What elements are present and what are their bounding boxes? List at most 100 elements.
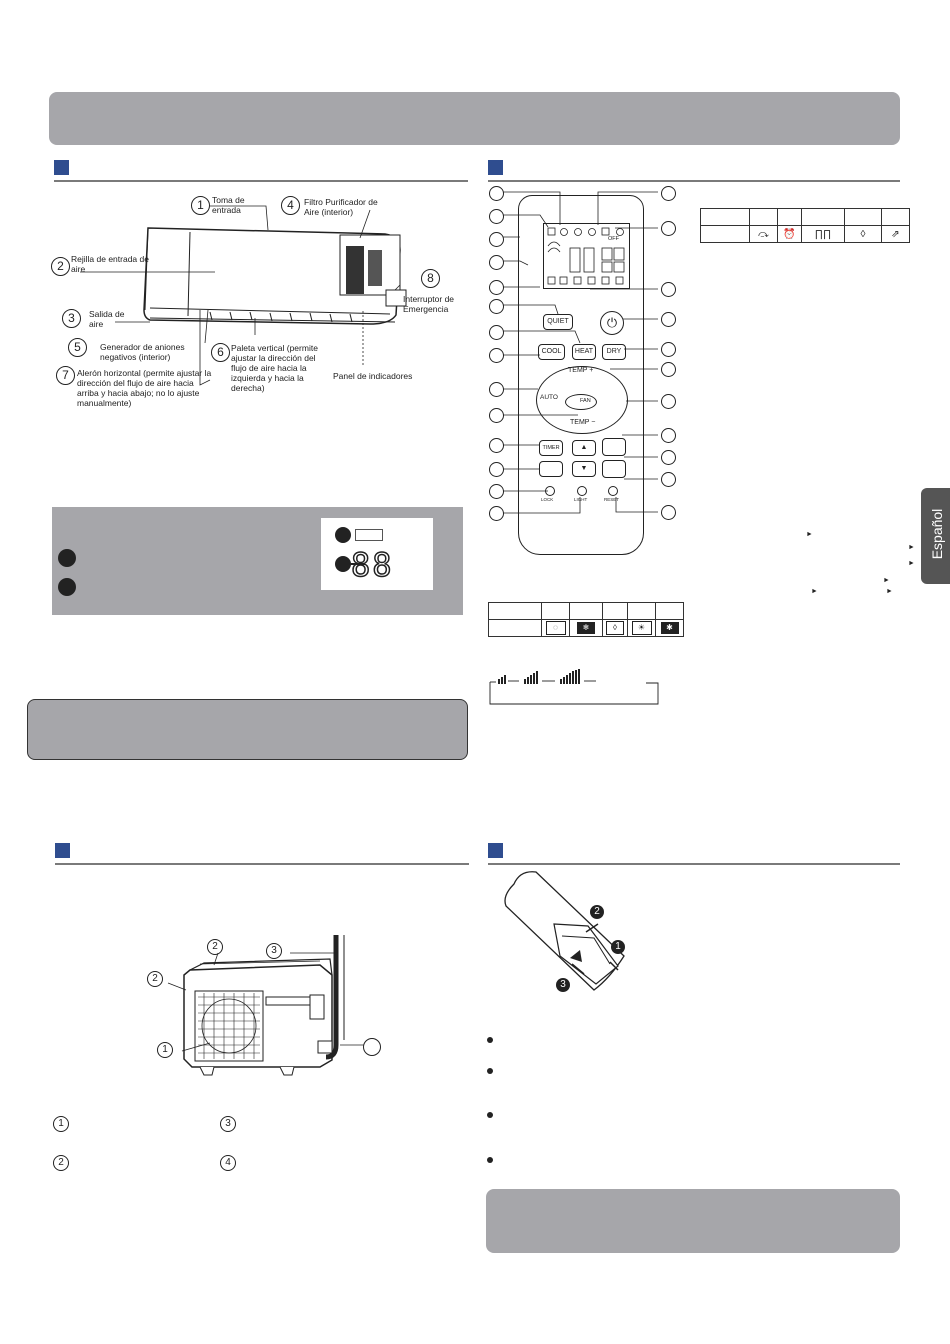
callout-circle [489,209,504,224]
lcd-off-text: OFF [608,236,619,242]
callout-circle [489,325,504,340]
legend-number: 2 [53,1155,69,1171]
legend-number: 4 [220,1155,236,1171]
bullet-dot [335,527,351,543]
reset-button[interactable] [608,486,618,496]
callout-number: 1 [191,196,210,215]
lcd-icon-cell: ⏰ [777,225,802,243]
page-header-banner [49,92,900,145]
callout-circle [489,462,504,477]
label-intake-grille: Rejilla de entrada de aire [71,254,149,274]
note-box [27,699,468,760]
battery-insertion-illustration [504,871,625,991]
bullet-point [487,1112,493,1118]
callout-circle [661,221,676,236]
bullet-dot [58,578,76,596]
power-button[interactable]: ⏻ [600,311,624,335]
language-tab-label: Español [929,508,945,560]
callout-circle [489,255,504,270]
callout-circle [489,506,504,521]
label-air-filter: Filtro Purificador de Aire (interior) [304,197,378,217]
mode-icon-table: ◌ ❄ ◊ ☀ ✱ [488,602,684,637]
down-arrow-button[interactable]: ▼ [572,461,596,477]
callout-circle [661,472,676,487]
fan-speed-sequence [489,669,659,705]
bullet-point [487,1157,493,1163]
callout-circle [661,186,676,201]
auto-label[interactable]: AUTO [540,394,558,401]
indicator-lamp [355,529,383,541]
language-tab: Español [921,488,950,584]
temp-up-label[interactable]: TEMP + [568,367,594,374]
callout-circle [661,362,676,377]
note-box [486,1189,900,1253]
callout-number: 6 [211,343,230,362]
callout-circle [661,282,676,297]
bullet-point [487,1068,493,1074]
callout-number: 1 [157,1042,173,1058]
callout-circle [661,505,676,520]
callout-number: 4 [281,196,300,215]
timer-button[interactable]: TIMER [539,440,563,456]
section-rule-outdoor [55,863,469,865]
section-rule-remote [488,180,900,182]
up-arrow-button[interactable]: ▲ [572,440,596,456]
callout-number: 5 [68,338,87,357]
swing-button[interactable] [602,438,626,456]
fan-label[interactable]: FAN [580,398,591,404]
section-marker-remote [488,160,503,175]
callout-number: 7 [56,366,75,385]
step-number: 1 [611,940,625,954]
dry-mode-icon: ◊ [606,621,624,635]
label-air-outlet: Salida de aire [89,309,125,329]
lcd-icon-cell: ⤼ [749,225,778,243]
lcd-icon-table: ⤼⏰∏∏◊⇗ [700,208,910,243]
heat-button[interactable]: HEAT [572,344,596,360]
callout-number: 2 [51,257,70,276]
fan-button[interactable] [565,394,597,410]
arrow-mark: ► [883,577,890,584]
callout-circle [489,232,504,247]
fan-mode-icon: ✱ [660,622,679,634]
digital-display: 88 [350,546,394,584]
label-anion-generator: Generador de aniones negativos (interior… [100,342,185,362]
cool-button[interactable]: COOL [538,344,565,360]
bullet-point [487,1037,493,1043]
sleep-button[interactable] [602,460,626,478]
callout-circle [489,408,504,423]
callout-number: 3 [62,309,81,328]
temp-down-label[interactable]: TEMP − [570,419,596,426]
step-number: 2 [590,905,604,919]
label-emergency-switch: Interruptor de Emergencia [403,294,455,314]
callout-circle [661,312,676,327]
auto-mode-icon: ◌ [545,621,566,635]
cool-mode-icon: ❄ [577,622,595,634]
legend-number: 1 [53,1116,69,1132]
legend-number: 3 [220,1116,236,1132]
lcd-icon-cell: ⇗ [881,225,910,243]
label-vertical-louver: Paleta vertical (permite ajustar la dire… [231,343,318,393]
callout-circle [661,450,676,465]
callout-circle [489,186,504,201]
light-button[interactable] [577,486,587,496]
section-marker-battery [488,843,503,858]
dry-button[interactable]: DRY [602,344,626,360]
callout-circle [489,299,504,314]
section-marker-outdoor [55,843,70,858]
section-rule-battery [488,863,900,865]
reset-label: RESET [604,497,620,502]
lcd-icons [547,227,625,285]
section-marker-indoor [54,160,69,175]
arrow-mark: ► [908,560,915,567]
light-label: LIGHT [574,497,588,502]
callout-circle [363,1038,381,1056]
callout-number: 2 [147,971,163,987]
bullet-dot [58,549,76,567]
arrow-mark: ► [908,544,915,551]
callout-circle [661,394,676,409]
quiet-button[interactable]: QUIET [543,314,573,330]
callout-circle [489,382,504,397]
callout-circle [489,280,504,295]
callout-number: 3 [266,943,282,959]
step-number: 3 [556,978,570,992]
